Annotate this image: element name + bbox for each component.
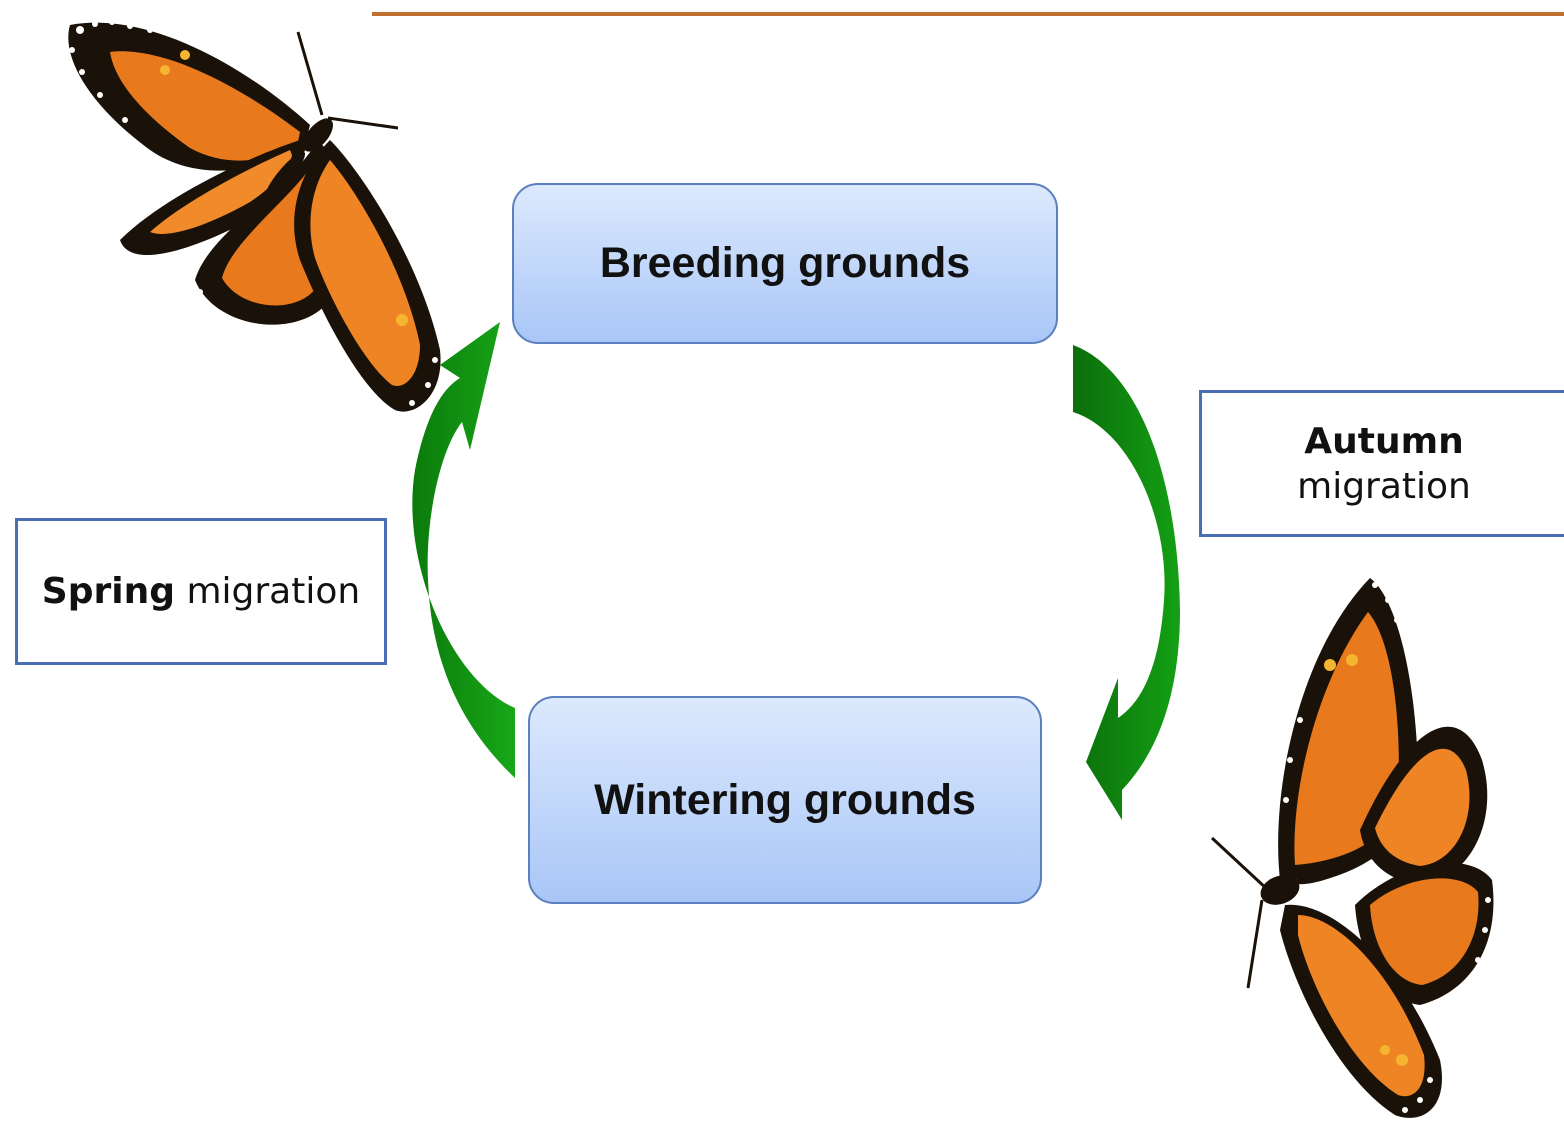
spring-word: Spring [42, 569, 175, 614]
wintering-grounds-label: Wintering grounds [594, 776, 976, 825]
autumn-migration-label: Autumn migration [1199, 390, 1564, 537]
spring-migration-label: Spring migration [15, 518, 387, 665]
breeding-grounds-label: Breeding grounds [600, 239, 970, 288]
autumn-migration-word: migration [1297, 464, 1471, 509]
breeding-grounds-node: Breeding grounds [512, 183, 1058, 344]
autumn-word: Autumn [1304, 419, 1463, 464]
spring-migration-word: migration [175, 569, 360, 614]
wintering-grounds-node: Wintering grounds [528, 696, 1042, 904]
